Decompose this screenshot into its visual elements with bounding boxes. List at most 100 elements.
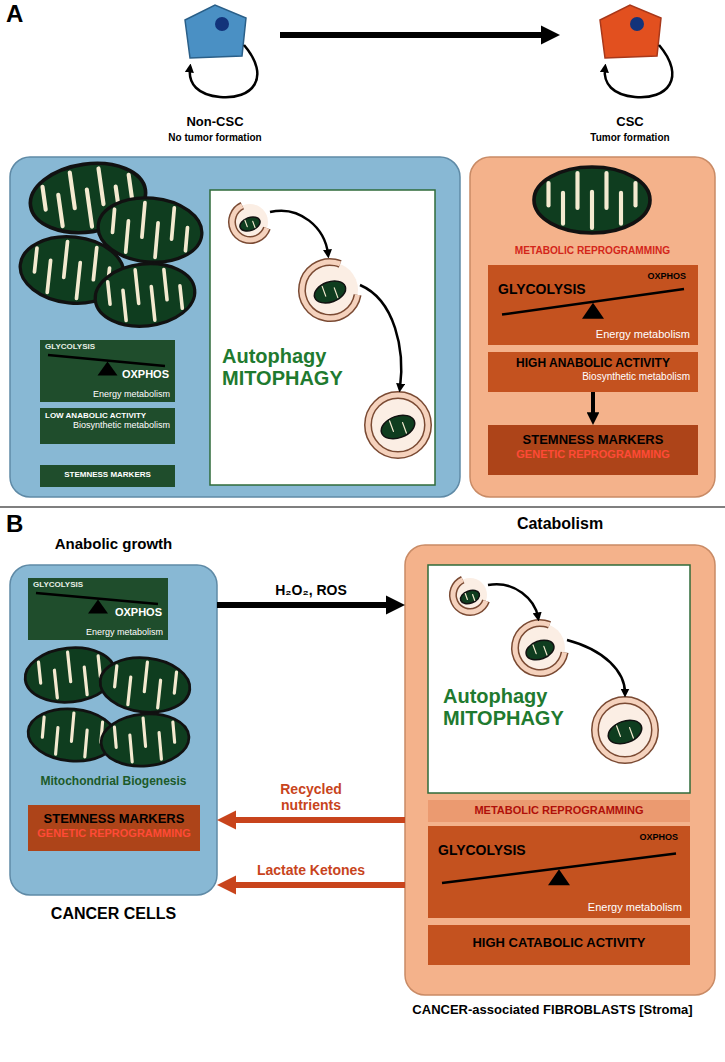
crista <box>604 173 608 208</box>
crista <box>114 727 116 747</box>
process-box: LOW ANABOLIC ACTIVITYBiosynthetic metabo… <box>40 408 175 444</box>
node-text: Biosynthetic metabolism <box>45 420 170 430</box>
mitochondrion-outline <box>99 710 191 769</box>
mitochondrion-outline <box>534 167 650 233</box>
mitochondrion <box>17 232 127 309</box>
mitochondrion-outline <box>92 259 198 331</box>
crista <box>56 728 58 755</box>
art-shape <box>298 258 363 323</box>
cell-icon <box>185 5 246 58</box>
crista <box>42 717 44 737</box>
crista <box>98 656 100 677</box>
node-text: GLYCOLYSIS <box>33 580 83 589</box>
autophagy-box <box>210 190 435 485</box>
crista <box>84 667 87 695</box>
connector-arrow <box>229 882 405 888</box>
crista <box>334 288 338 298</box>
node-text: Catabolism <box>405 515 715 533</box>
region: METABOLIC REPROGRAMMINGGLYCOLYSISOXPHOSE… <box>470 157 715 497</box>
panel-shape <box>10 565 217 895</box>
node-text: Non-CSC <box>150 115 280 130</box>
nucleus <box>215 17 229 31</box>
crista <box>142 203 145 238</box>
crista <box>159 733 161 760</box>
node-text: Anabolic growth <box>10 535 217 552</box>
crista <box>129 175 132 198</box>
seesaw-beam <box>36 593 158 604</box>
autophagosome <box>368 395 428 455</box>
seesaw <box>28 578 168 640</box>
crista <box>135 270 139 304</box>
crista <box>630 728 634 738</box>
process-box: HIGH CATABOLIC ACTIVITY <box>428 925 690 965</box>
crista <box>158 680 161 708</box>
autophagosome <box>227 199 273 245</box>
energy-box: GLYCOLYSISOXPHOSEnergy metabolism <box>40 340 175 402</box>
crista <box>322 286 326 296</box>
region: Anabolic growthMitochondrial BiogenesisC… <box>10 565 217 895</box>
crista <box>575 173 579 208</box>
region: Autophagy MITOPHAGY <box>428 565 690 793</box>
art-shape <box>368 395 428 455</box>
node-text: GENETIC REPROGRAMMING <box>33 827 195 840</box>
mitochondrion <box>311 277 348 307</box>
crista <box>544 646 547 655</box>
node-text: GLYCOLYSIS <box>438 842 526 858</box>
autophagy-box <box>428 565 690 793</box>
mitochondrion-outline <box>459 588 482 606</box>
node-text: LOW ANABOLIC ACTIVITY <box>45 411 170 420</box>
curved-arrow <box>605 45 673 97</box>
crista <box>164 270 167 300</box>
node-text: GENETIC REPROGRAMMING <box>494 448 692 461</box>
crista <box>70 172 75 208</box>
crista <box>115 666 117 687</box>
mitochondrion <box>378 411 418 443</box>
mitochondrion <box>238 214 262 233</box>
node-text: Tumor formation <box>560 132 700 144</box>
autophagosome <box>511 619 569 677</box>
region: GLYCOLYSISOXPHOSEnergy metabolismLOW ANA… <box>10 157 460 497</box>
crista <box>76 263 80 299</box>
crista <box>155 223 158 258</box>
edge-label: Recycled nutrients <box>254 781 369 813</box>
node-text: OXPHOS <box>115 606 162 619</box>
seesaw-beam <box>442 854 676 883</box>
crista <box>34 248 37 272</box>
art-shape <box>227 199 273 245</box>
crista <box>143 718 145 746</box>
process-box: STEMNESS MARKERS <box>40 465 175 487</box>
crista <box>590 192 594 228</box>
crista <box>173 722 175 742</box>
crista <box>619 193 623 224</box>
art-shape <box>511 619 569 677</box>
art-shape <box>227 199 273 245</box>
seesaw-beam <box>48 355 165 366</box>
crista <box>151 287 155 321</box>
mitochondrion <box>92 259 198 331</box>
mitochondrion <box>534 167 650 233</box>
node-text: CANCER CELLS <box>10 905 217 923</box>
seesaw <box>40 340 175 402</box>
node-text: Autophagy MITOPHAGY <box>222 345 362 389</box>
art-shape <box>368 395 428 455</box>
edge-label: H₂O₂, ROS <box>275 582 347 598</box>
node-text: GLYCOLYSIS <box>498 281 586 297</box>
mitochondrion-outline <box>605 716 645 748</box>
panel-shape <box>10 157 460 497</box>
node-text: CSC <box>560 115 700 130</box>
art-shape <box>511 619 569 677</box>
mitochondrion-outline <box>97 653 192 716</box>
crista <box>108 282 110 304</box>
crista <box>93 248 96 280</box>
crista <box>245 220 247 226</box>
art-shape <box>448 573 492 617</box>
panel-letter: A <box>6 0 23 28</box>
node-text: GLYCOLYSIS <box>45 342 95 351</box>
crista <box>390 421 394 431</box>
node-text: No tumor formation <box>140 132 290 144</box>
region: CatabolismCANCER-associated FIBROBLASTS … <box>405 545 715 995</box>
crista <box>533 645 536 654</box>
